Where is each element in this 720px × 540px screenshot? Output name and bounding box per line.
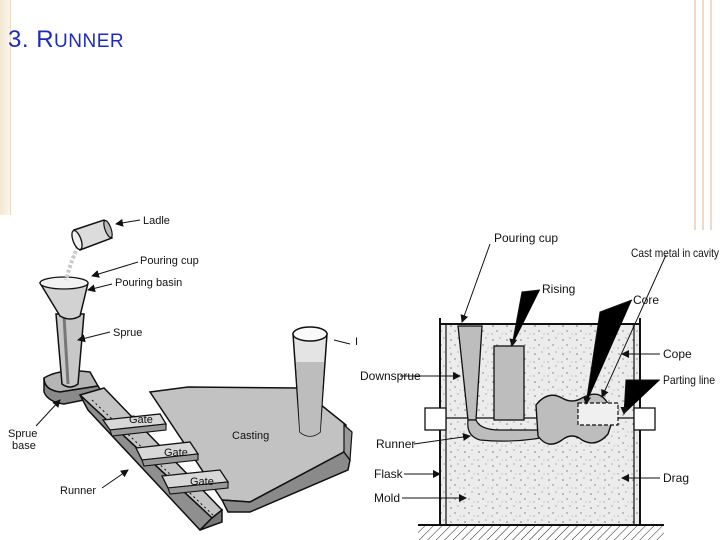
right-mold-diagram: Pouring cup Cast metal in cavity Rising … xyxy=(360,231,719,540)
title-rest: UNNER xyxy=(54,31,125,52)
label-gate-2: Gate xyxy=(164,447,188,459)
label-sprue-base-1: Sprue xyxy=(8,428,37,440)
slide-number: 3. xyxy=(8,26,30,53)
label-pouring-basin: Pouring basin xyxy=(115,277,182,289)
flask-pin-right xyxy=(633,407,656,431)
sprue xyxy=(55,313,85,388)
label-runner-left: Runner xyxy=(60,485,96,497)
core xyxy=(577,402,619,426)
slide-left-frame xyxy=(0,0,11,215)
label-mold: Mold xyxy=(374,491,400,505)
slide-title: 3. RUNNER xyxy=(8,26,124,54)
label-ladle: Ladle xyxy=(143,215,170,227)
slide-right-frame xyxy=(690,0,720,230)
flask-pin-left xyxy=(424,407,447,431)
gate-1 xyxy=(101,413,168,437)
left-casting-diagram: Ladle Pouring cup Pouring basin Sprue Sp… xyxy=(8,215,358,532)
label-gate-1: Gate xyxy=(129,414,153,426)
label-runner-right: Runner xyxy=(376,437,415,451)
ground-hatch xyxy=(418,525,664,540)
label-drag: Drag xyxy=(663,471,689,485)
label-pouring-cup-left: Pouring cup xyxy=(140,255,199,267)
ladle-icon xyxy=(71,219,114,251)
label-sprue: Sprue xyxy=(113,327,142,339)
label-rising: Rising xyxy=(542,282,575,296)
label-downsprue: Downsprue xyxy=(360,369,421,383)
label-core: Core xyxy=(633,293,659,307)
riser-cylinder xyxy=(292,326,328,437)
label-parting-line: Parting line xyxy=(663,373,715,387)
label-riser-partial: I xyxy=(355,336,358,348)
title-first-letter: R xyxy=(36,26,55,53)
label-cope: Cope xyxy=(663,347,692,361)
gate-2 xyxy=(135,441,200,467)
label-flask: Flask xyxy=(374,467,404,481)
riser-rising xyxy=(493,345,525,421)
label-gate-3: Gate xyxy=(190,476,214,488)
label-sprue-base-2: base xyxy=(12,440,36,452)
label-pouring-cup-right: Pouring cup xyxy=(494,231,558,245)
label-casting: Casting xyxy=(232,430,269,442)
label-cast-metal: Cast metal in cavity xyxy=(631,246,719,260)
gate-3 xyxy=(160,469,230,495)
